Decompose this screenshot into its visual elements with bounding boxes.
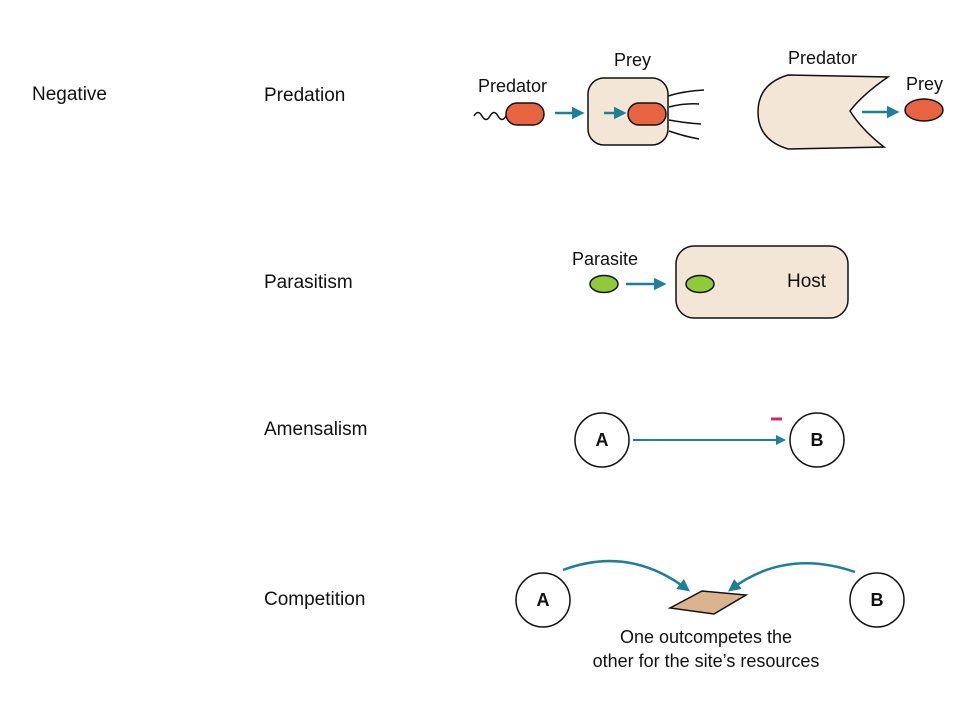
parasitism-label: Parasitism [264, 272, 353, 293]
competition-arrow-a [562, 559, 690, 592]
amensalism-node-a [574, 412, 630, 468]
amensalism-node-b [789, 412, 845, 468]
competition-scene: A B One outcompetes the other for the si… [515, 559, 905, 671]
predator-shape-right [757, 74, 891, 150]
competition-label: Competition [264, 589, 365, 610]
competition-node-a [515, 572, 571, 628]
amensalism-scene: A B [574, 412, 845, 468]
prey-flagella [667, 89, 705, 140]
parasite-in-host [685, 274, 715, 294]
predator-label-left: Predator [478, 76, 547, 96]
competition-caption-line1: One outcompetes the [620, 627, 792, 647]
competition-node-a-label: A [537, 590, 550, 610]
amensalism-node-a-label: A [596, 430, 609, 450]
predation-label: Predation [264, 85, 345, 106]
predator-cell-left [505, 102, 545, 126]
competition-node-b-label: B [871, 590, 884, 610]
engulfed-predator [627, 102, 667, 126]
predator-label-right: Predator [788, 48, 857, 68]
parasitism-scene: Parasite Host [572, 245, 849, 319]
prey-cell-right [904, 98, 944, 122]
competition-node-b [849, 572, 905, 628]
parasite-cell [589, 274, 619, 294]
resource-site [667, 590, 749, 615]
predation-engulf-scene: Predator Prey [473, 50, 705, 146]
predator-flagellum [473, 111, 507, 121]
prey-label-left: Prey [614, 50, 651, 70]
host-label: Host [787, 271, 827, 292]
parasite-label: Parasite [572, 249, 638, 269]
amensalism-node-b-label: B [811, 430, 824, 450]
competition-caption-line2: other for the site’s resources [593, 651, 820, 671]
host-cell [675, 245, 849, 319]
competition-arrow-b [728, 562, 856, 592]
category-label: Negative [32, 84, 107, 105]
predation-pursuit-scene: Predator Prey [757, 48, 944, 150]
amensalism-label: Amensalism [264, 419, 367, 440]
prey-label-right: Prey [906, 74, 943, 94]
